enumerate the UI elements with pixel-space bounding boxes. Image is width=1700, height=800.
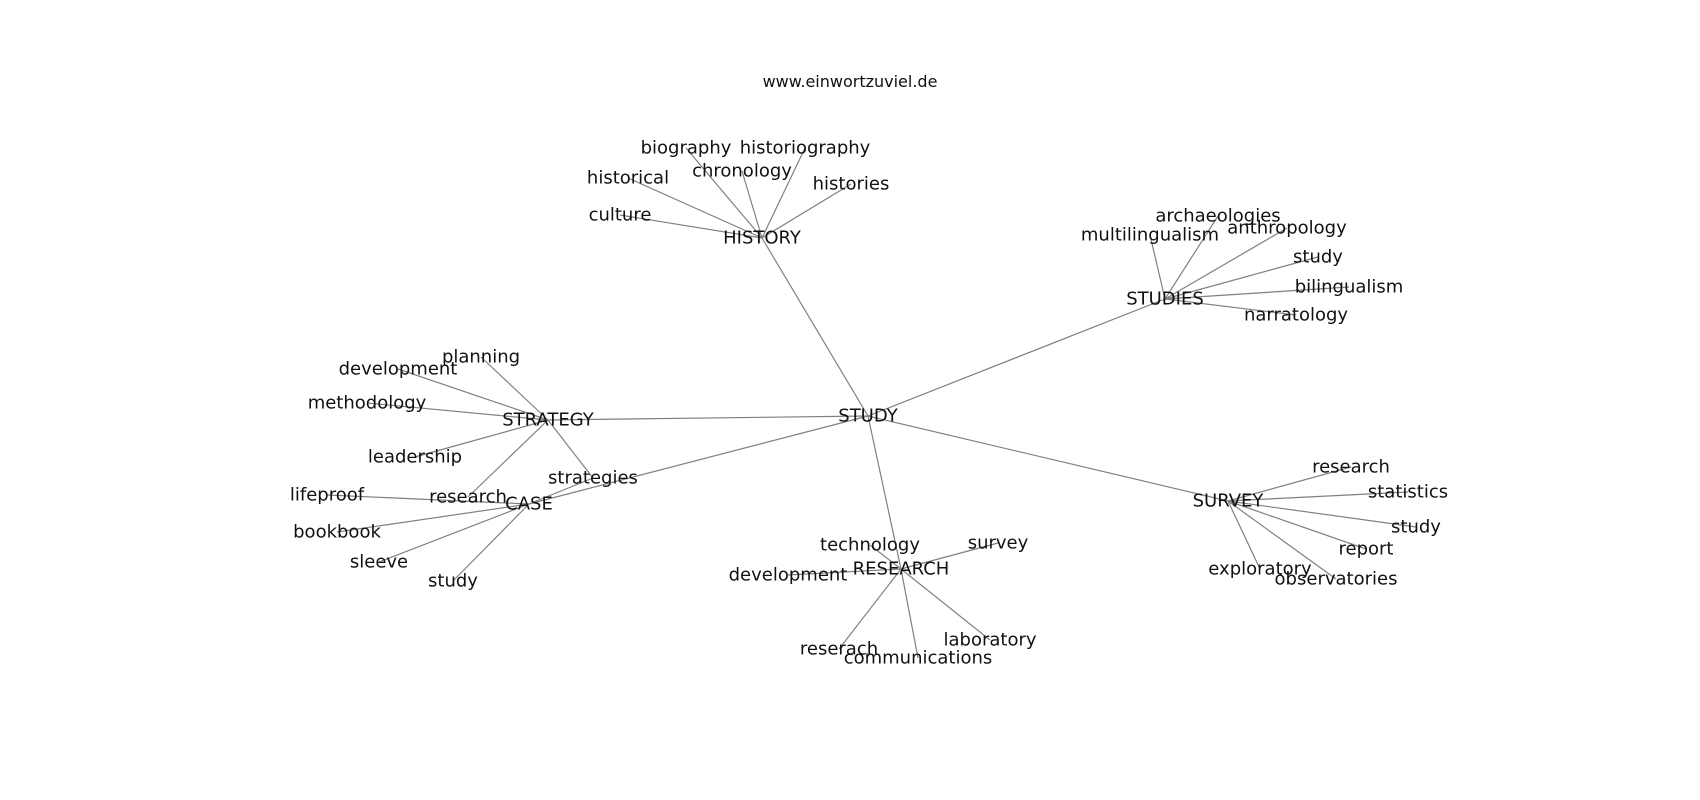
node-case-study: study <box>428 571 478 592</box>
edge-root-studies <box>867 298 1166 417</box>
edge-root-research <box>867 415 902 570</box>
edge-strategy-research <box>467 419 549 498</box>
edge-survey-research <box>1227 466 1352 502</box>
node-history-histories: histories <box>813 174 890 195</box>
node-studies-anthropology: anthropology <box>1227 218 1347 239</box>
edge-studies-study <box>1164 256 1319 300</box>
edge-root-strategy <box>547 415 869 421</box>
node-research-laboratory: laboratory <box>943 630 1036 651</box>
node-research-survey: survey <box>968 533 1029 554</box>
edge-studies-archaeologies <box>1164 215 1219 300</box>
edge-research-technology <box>869 544 902 570</box>
edge-research-laboratory <box>900 568 991 641</box>
edge-history-chronology <box>741 170 763 239</box>
node-hub-history: HISTORY <box>723 228 802 249</box>
edge-root-case <box>528 415 869 505</box>
edge-history-histories <box>761 183 852 239</box>
node-history-historiography: historiography <box>740 138 871 159</box>
node-strategy-methodology: methodology <box>308 393 427 414</box>
edge-case-lifeproof <box>326 494 530 505</box>
node-strategy-strategies: strategies <box>548 468 638 489</box>
node-hub-survey: SURVEY <box>1193 491 1265 512</box>
node-research-technology: technology <box>820 535 920 556</box>
edge-studies-multilingualism <box>1149 234 1166 300</box>
node-studies-study: study <box>1293 247 1343 268</box>
edge-strategy-planning <box>480 356 549 421</box>
edge-strategy-leadership <box>414 419 549 458</box>
node-survey-statistics: statistics <box>1368 482 1448 503</box>
edge-survey-observatories <box>1227 500 1337 580</box>
node-case-lifeproof: lifeproof <box>290 485 365 506</box>
node-survey-research: research <box>1312 457 1390 478</box>
node-survey-exploratory: exploratory <box>1208 559 1312 580</box>
edge-history-biography <box>685 147 763 239</box>
node-case-bookbook: bookbook <box>293 522 381 543</box>
edge-history-historical <box>627 177 763 239</box>
node-research-development: development <box>729 565 848 586</box>
edge-studies-narratology <box>1164 298 1297 316</box>
node-strategy-planning: planning <box>442 347 520 368</box>
node-hub-strategy: STRATEGY <box>502 410 595 431</box>
node-history-historical: historical <box>587 168 669 189</box>
edge-case-strategies <box>528 477 594 505</box>
edge-survey-statistics <box>1227 491 1409 502</box>
node-hub-studies: STUDIES <box>1126 289 1204 310</box>
node-research-communications: communications <box>844 648 993 669</box>
node-root-study: STUDY <box>838 406 898 427</box>
node-history-biography: biography <box>641 138 732 159</box>
node-strategy-development: development <box>339 359 458 380</box>
edge-strategy-methodology <box>366 402 549 421</box>
labels-layer: STUDY HISTORY biography historiography histo… <box>290 138 1448 669</box>
node-research-reserach: reserach <box>800 639 878 660</box>
edge-strategy-strategies <box>547 419 594 479</box>
edge-history-culture <box>619 214 763 239</box>
node-studies-archaeologies: archaeologies <box>1155 206 1280 227</box>
node-studies-multilingualism: multilingualism <box>1081 225 1219 246</box>
edge-survey-study <box>1227 500 1417 528</box>
edge-research-survey <box>900 542 999 570</box>
edge-studies-anthropology <box>1164 227 1288 300</box>
edge-case-study <box>452 503 530 582</box>
edges-layer <box>326 147 1417 659</box>
edge-case-sleeve <box>378 503 530 563</box>
edge-survey-exploratory <box>1227 500 1261 570</box>
node-survey-observatories: observatories <box>1275 569 1398 590</box>
edge-research-development <box>787 568 902 576</box>
edge-research-communications <box>900 568 919 659</box>
edge-research-reserach <box>838 568 902 650</box>
edge-case-bookbook <box>336 503 530 533</box>
edge-root-survey <box>867 415 1229 502</box>
node-case-sleeve: sleeve <box>350 552 408 573</box>
edge-history-historiography <box>761 147 806 239</box>
watermark: www.einwortzuviel.de <box>762 72 938 91</box>
node-strategy-leadership: leadership <box>368 447 462 468</box>
edge-survey-report <box>1227 500 1367 550</box>
node-studies-narratology: narratology <box>1244 305 1348 326</box>
edge-root-history <box>761 237 869 417</box>
node-survey-report: report <box>1339 539 1394 560</box>
node-hub-case: CASE <box>505 494 553 515</box>
node-survey-study: study <box>1391 517 1441 538</box>
node-history-culture: culture <box>589 205 652 226</box>
node-hub-research: RESEARCH <box>853 559 950 580</box>
node-history-chronology: chronology <box>692 161 792 182</box>
node-strategy-research: research <box>429 487 507 508</box>
edge-studies-bilingualism <box>1164 286 1350 300</box>
edge-strategy-development <box>397 368 549 421</box>
node-studies-bilingualism: bilingualism <box>1295 277 1404 298</box>
